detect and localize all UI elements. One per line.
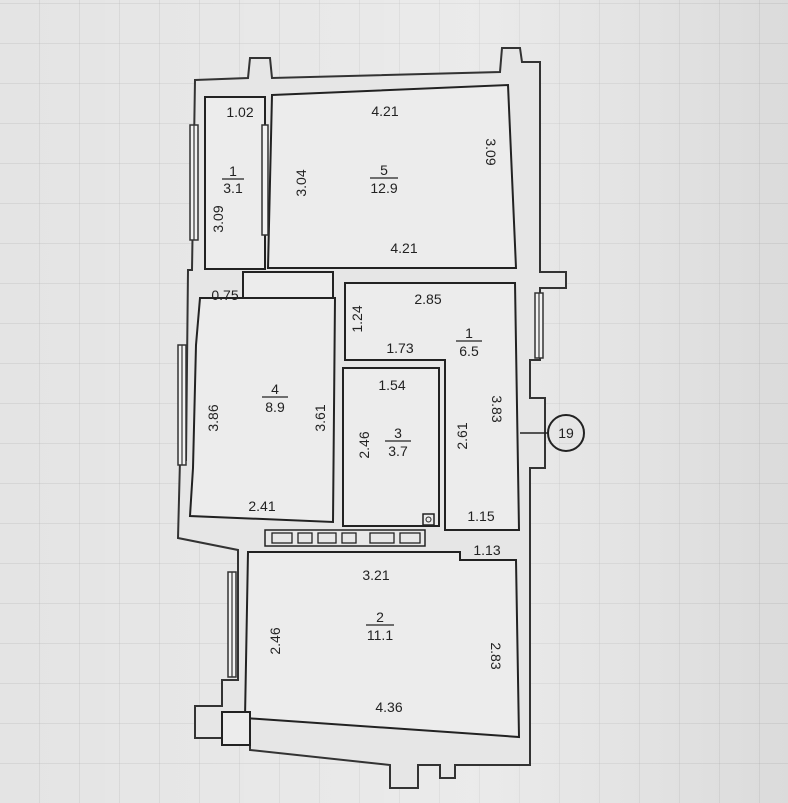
room-5 bbox=[266, 83, 518, 269]
room-area: 6.5 bbox=[459, 343, 479, 359]
room-3 bbox=[342, 367, 440, 527]
room-number: 1 bbox=[229, 163, 237, 179]
dim-hall-mid: 1.73 bbox=[386, 340, 413, 356]
axis-marker-label: 19 bbox=[558, 425, 574, 441]
room-number: 2 bbox=[376, 609, 384, 625]
vent-strip bbox=[264, 529, 426, 547]
room-4 bbox=[188, 297, 337, 524]
room-area: 3.7 bbox=[388, 443, 408, 459]
room-area: 12.9 bbox=[370, 180, 397, 196]
room-number: 1 bbox=[465, 325, 473, 341]
dim-hall-right: 3.83 bbox=[489, 395, 505, 422]
window-room4 bbox=[177, 344, 187, 466]
dim-room4-left: 3.86 bbox=[205, 404, 221, 431]
room-label-1-hall: 1 6.5 bbox=[456, 325, 482, 359]
dim-room5-left: 3.04 bbox=[293, 169, 309, 196]
room-1-hall bbox=[344, 282, 521, 531]
dim-hall-inner: 2.61 bbox=[454, 422, 470, 449]
room-1-balcony bbox=[204, 96, 266, 270]
room-3-fixture bbox=[422, 513, 435, 526]
dim-hall-top: 2.85 bbox=[414, 291, 441, 307]
dim-room2-top: 3.21 bbox=[362, 567, 389, 583]
dim-room3-top: 1.54 bbox=[378, 377, 405, 393]
dim-corridor-left: 0.75 bbox=[211, 287, 238, 303]
dim-hall-left: 1.24 bbox=[349, 305, 365, 332]
dim-balcony-top: 1.02 bbox=[226, 104, 253, 120]
corridor-block bbox=[242, 271, 334, 301]
dim-room4-right: 3.61 bbox=[312, 404, 328, 431]
room-area: 11.1 bbox=[367, 627, 393, 643]
dim-hall-bottom: 1.15 bbox=[467, 508, 494, 524]
dim-room3-left: 2.46 bbox=[356, 431, 372, 458]
dim-balcony-side: 3.09 bbox=[210, 205, 226, 232]
room-label-balcony: 1 3.1 bbox=[222, 163, 244, 196]
room-number: 4 bbox=[271, 381, 279, 397]
window-balcony bbox=[189, 124, 199, 241]
axis-circle bbox=[547, 414, 585, 452]
dim-room5-bottom: 4.21 bbox=[390, 240, 417, 256]
window-room2 bbox=[227, 571, 237, 678]
dim-room5-top: 4.21 bbox=[371, 103, 398, 119]
room-number: 5 bbox=[380, 162, 388, 178]
dim-room2-corner: 1.13 bbox=[473, 542, 500, 558]
dim-room2-right: 2.83 bbox=[488, 642, 504, 669]
dim-room4-bottom: 2.41 bbox=[248, 498, 275, 514]
window-room5-left bbox=[261, 124, 269, 236]
room-label-3: 3 3.7 bbox=[385, 425, 411, 459]
room-number: 3 bbox=[394, 425, 402, 441]
window-hall-right bbox=[534, 292, 544, 359]
room-area: 8.9 bbox=[265, 399, 285, 415]
column-bottom-left bbox=[221, 711, 251, 746]
room-label-5: 5 12.9 bbox=[370, 162, 398, 196]
dim-room2-left: 2.46 bbox=[267, 627, 283, 654]
room-label-2: 2 11.1 bbox=[366, 609, 394, 643]
room-area: 3.1 bbox=[223, 180, 243, 196]
dim-room5-right: 3.09 bbox=[483, 138, 499, 165]
room-3-fixture-dot bbox=[425, 516, 432, 523]
room-label-4: 4 8.9 bbox=[262, 381, 288, 415]
dim-room2-bottom: 4.36 bbox=[375, 699, 402, 715]
